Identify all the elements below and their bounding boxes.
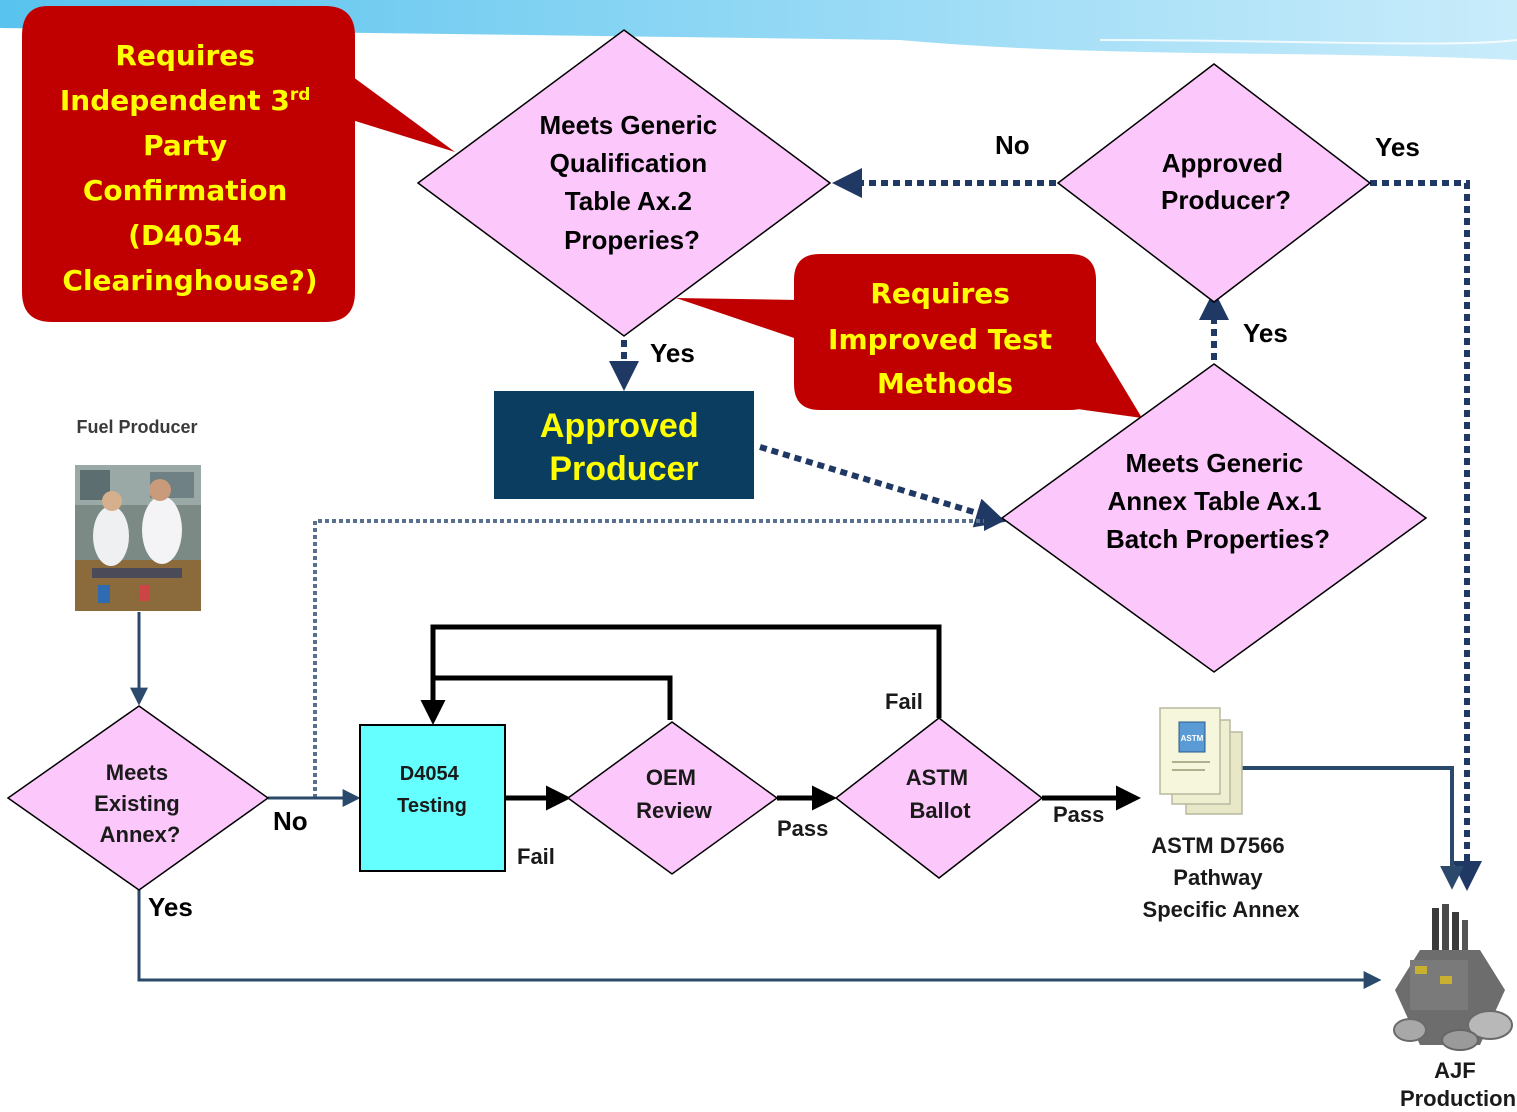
- label-no-annex: No: [273, 806, 308, 836]
- header-swoosh: [1099, 39, 1517, 45]
- svg-text:Requires Improved Test: Requires Improved Test Methods: [828, 277, 1062, 400]
- label-yes-qualification: Yes: [650, 338, 695, 368]
- astm-doc-line-2: Pathway: [1173, 865, 1263, 890]
- callout-line-2: Independent 3rd: [60, 84, 311, 117]
- callout-tm-line-3: Methods: [877, 367, 1013, 400]
- ballot-line-1: ASTM: [906, 765, 968, 790]
- connector-annex-yes-to-ajf: [137, 890, 1382, 989]
- diamond-approved-producer: Approved Producer?: [1056, 63, 1372, 303]
- svg-text:Meets Existing Ann: Meets Existing Annex?: [94, 760, 186, 847]
- document-stack-icon: ASTM: [1159, 707, 1243, 815]
- d4054-line-2: Testing: [397, 795, 467, 817]
- connector-annex-doc-to-ajf: [1238, 766, 1464, 890]
- d4054-line-1: D4054: [400, 763, 460, 785]
- annex-line-3: Annex?: [100, 822, 181, 847]
- fuel-producer: Fuel Producer: [75, 417, 201, 611]
- connector-yes-to-ajf: [1370, 180, 1482, 891]
- callout-line-1: Requires: [115, 39, 255, 72]
- box-d4054-testing: D4054 Testing: [359, 724, 506, 872]
- svg-text:Approved Producer?: Approved Producer?: [1161, 148, 1291, 215]
- label-yes-annex: Yes: [148, 892, 193, 922]
- approved-box-line-1: Approved: [540, 407, 699, 445]
- diamond-astm-ballot: ASTM Ballot: [834, 717, 1044, 879]
- callout-test-methods: Requires Improved Test Methods: [676, 254, 1142, 418]
- diamond-batch-properties: Meets Generic Annex Table Ax.1 Batch Pro…: [1000, 363, 1428, 673]
- callout-line-6: Clearinghouse?): [62, 264, 317, 297]
- label-pass-oem: Pass: [777, 816, 828, 841]
- header-banner: [0, 0, 1517, 60]
- diamond-existing-annex: Meets Existing Annex?: [6, 705, 270, 891]
- svg-text:OEM Review: OEM Review: [636, 765, 713, 823]
- approved-box-line-2: Producer: [549, 450, 698, 488]
- batch-line-3: Batch Properties?: [1106, 524, 1330, 554]
- label-yes-top-right: Yes: [1375, 132, 1420, 162]
- svg-text:Meets Generic Annex Tab: Meets Generic Annex Table Ax.1 Batch Pro…: [1106, 448, 1330, 554]
- connector-annex-no-to-batch: [313, 511, 1004, 798]
- diamond-qualification: Meets Generic Qualification Table Ax.2 P…: [416, 29, 832, 337]
- connector-approved-to-batch: [759, 444, 1006, 528]
- fuel-producer-label: Fuel Producer: [76, 417, 197, 437]
- svg-text:Meets Generic Qualificat: Meets Generic Qualification Table Ax.2 P…: [540, 110, 725, 255]
- callout-tm-line-2: Improved Test: [828, 323, 1052, 356]
- svg-text:ASTM Ballot: ASTM Ballot: [906, 765, 974, 823]
- qualification-line-3: Table Ax.2: [565, 186, 692, 216]
- label-no-top: No: [995, 130, 1030, 160]
- diamond-oem-review: OEM Review: [566, 721, 779, 875]
- ajf-line-1: AJF: [1434, 1058, 1476, 1083]
- connector-oem-fail-loop: [433, 675, 673, 720]
- svg-text:D4054 Testing: D4054 Testing: [397, 763, 467, 817]
- annex-line-2: Existing: [94, 791, 180, 816]
- callout-third-party: Requires Independent 3rd Party Confirmat…: [22, 6, 455, 322]
- astm-document: ASTM ASTM D7566 Pathway Specific Annex: [1143, 707, 1301, 922]
- callout-tm-line-1: Requires: [870, 277, 1010, 310]
- label-fail-d4054: Fail: [517, 844, 555, 869]
- qualification-line-4: Properies?: [564, 225, 700, 255]
- astm-logo-text: ASTM: [1181, 734, 1204, 743]
- svg-text:ASTM D7566 Pathway: ASTM D7566 Pathway Specific Annex: [1143, 833, 1301, 922]
- oem-line-2: Review: [636, 798, 713, 823]
- ajf-production: AJF Production: [1393, 904, 1516, 1111]
- callout-line-3: Party: [143, 129, 227, 162]
- ordinal-superscript: rd: [290, 85, 311, 105]
- svg-text:Approved Producer: Approved Producer: [540, 407, 708, 488]
- batch-line-1: Meets Generic: [1126, 448, 1304, 478]
- qualification-line-1: Meets Generic: [540, 110, 718, 140]
- approved-q-line-2: Producer?: [1161, 185, 1291, 215]
- label-pass-ballot: Pass: [1053, 802, 1104, 827]
- batch-line-2: Annex Table Ax.1: [1107, 486, 1321, 516]
- ballot-line-2: Ballot: [909, 798, 971, 823]
- lab-workers-photo-icon: [75, 465, 201, 611]
- callout-line-4: Confirmation: [83, 174, 288, 207]
- astm-doc-line-1: ASTM D7566: [1151, 833, 1284, 858]
- svg-text:Requires Independent 3rd: Requires Independent 3rd Party Confirmat…: [60, 39, 320, 297]
- approved-q-line-1: Approved: [1162, 148, 1283, 178]
- box-approved-producer: Approved Producer: [494, 391, 754, 499]
- astm-doc-line-3: Specific Annex: [1143, 897, 1301, 922]
- connector-ballot-fail-loop: [420, 624, 942, 725]
- oem-line-1: OEM: [646, 765, 696, 790]
- annex-line-1: Meets: [106, 760, 168, 785]
- qualification-line-2: Qualification: [550, 148, 707, 178]
- ajf-line-2: Production: [1400, 1086, 1516, 1111]
- refinery-icon: [1393, 904, 1513, 1051]
- svg-text:AJF Production: AJF Production: [1400, 1058, 1516, 1111]
- label-fail-ballot: Fail: [885, 689, 923, 714]
- callout-line-5: (D4054: [128, 219, 242, 252]
- label-yes-batch: Yes: [1243, 318, 1288, 348]
